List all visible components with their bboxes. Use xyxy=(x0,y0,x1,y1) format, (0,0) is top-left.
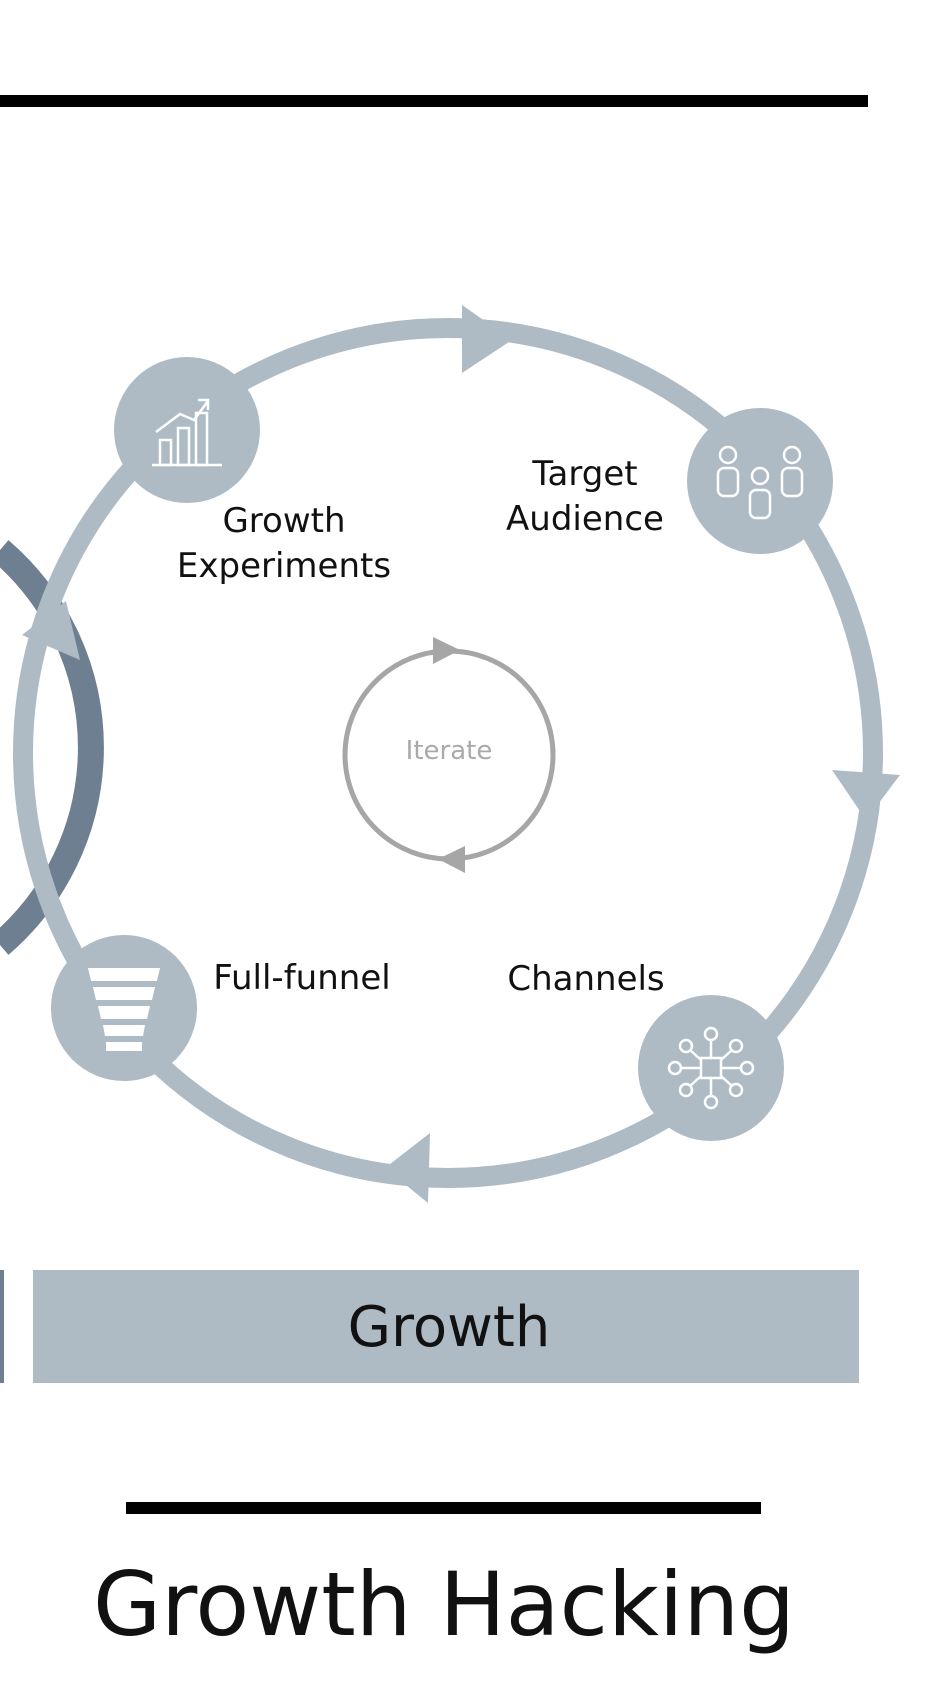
node-label-line: Channels xyxy=(507,959,664,999)
page-title: Growth Hacking xyxy=(93,1553,795,1656)
arrowhead-bottom xyxy=(385,1133,430,1203)
node-label-line: Experiments xyxy=(177,546,391,586)
network-hub-icon xyxy=(667,1026,755,1110)
growth-bar-label: Growth xyxy=(348,1295,551,1360)
node-label-line: Audience xyxy=(506,499,664,539)
node-channels: Channels xyxy=(507,959,784,1141)
funnel-icon xyxy=(88,968,160,1051)
arrowhead-top xyxy=(462,305,512,373)
node-full-funnel: Full-funnel xyxy=(51,935,391,1081)
iterate-arrowhead-top xyxy=(433,637,460,664)
node-label-line: Growth xyxy=(222,501,345,541)
adjacent-bar-fragment xyxy=(0,1270,4,1383)
iterate-label: Iterate xyxy=(406,736,493,766)
iterate-arrowhead-bottom xyxy=(438,846,465,873)
arrowhead-left xyxy=(22,601,80,660)
audience-people-icon xyxy=(716,445,804,520)
top-rule xyxy=(0,95,868,107)
node-label-line: Target xyxy=(531,454,637,494)
bottom-rule xyxy=(126,1502,761,1514)
node-growth-experiments: Growth Experiments xyxy=(114,357,391,586)
growth-bar: Growth xyxy=(33,1270,859,1383)
node-label-line: Full-funnel xyxy=(213,958,390,998)
iterate-cycle: Iterate xyxy=(342,637,556,873)
node-target-audience: Target Audience xyxy=(506,408,833,554)
bar-chart-growth-icon xyxy=(152,398,222,467)
outer-cycle-ring xyxy=(13,318,883,1188)
arrowhead-right xyxy=(832,770,900,820)
